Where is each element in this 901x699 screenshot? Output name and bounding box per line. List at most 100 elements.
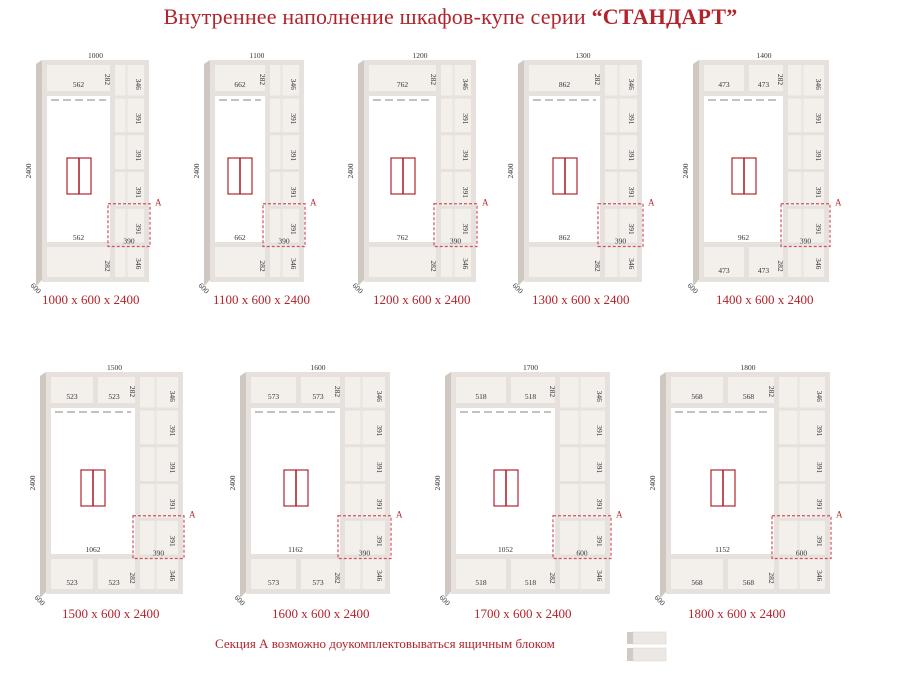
cabinet-size-caption: 1200 x 600 x 2400 [373, 292, 471, 307]
right-shelf [788, 205, 824, 209]
lower-compartment-height: 282 [258, 260, 267, 272]
lower-compartment-height: 282 [548, 572, 557, 584]
bottom-shelf-dimension: 662 [234, 233, 246, 242]
right-shelf-dimension: 391 [815, 462, 824, 474]
overall-height: 2400 [24, 163, 33, 178]
drawer-block-icon [627, 630, 667, 664]
section-a-outline [433, 203, 478, 248]
right-shelf-dimension: 391 [595, 499, 604, 511]
cabinet-body: 3463913913913913466626622822821100240060… [192, 51, 317, 296]
overall-height: 2400 [681, 163, 690, 178]
top-compartment-dimension: 862 [559, 80, 571, 89]
bottom-shelf [215, 242, 265, 247]
top-partition [93, 377, 98, 403]
right-shelf-dimension: 391 [595, 425, 604, 436]
top-shelf [47, 91, 110, 96]
right-shelf [441, 242, 471, 246]
top-shelf [215, 91, 265, 96]
side-panel [693, 60, 699, 286]
right-shelf-dimension: 391 [814, 150, 823, 162]
lower-compartment-height: 282 [128, 572, 137, 584]
section-a-width: 390 [123, 236, 135, 245]
right-shelf [788, 242, 824, 246]
section-a-label: A [836, 510, 843, 520]
side-panel [40, 372, 46, 598]
top-compartment-dimension: 518 [475, 392, 487, 401]
right-shelf-dimension: 391 [595, 535, 604, 547]
section-a-outline [337, 515, 392, 560]
title-series: “СТАНДАРТ” [591, 4, 738, 29]
overall-depth: 600 [653, 593, 667, 607]
right-shelf [441, 132, 471, 136]
section-a-width: 390 [615, 236, 627, 245]
cabinet-size-caption: 1000 x 600 x 2400 [42, 292, 140, 307]
right-shelf [270, 95, 299, 99]
overall-width: 1300 [576, 51, 591, 60]
right-shelf [345, 481, 385, 484]
right-shelf-dimension: 391 [168, 499, 177, 511]
bottom-shelf [529, 242, 600, 247]
top-shelf [369, 91, 436, 96]
right-shelf-dimension: 391 [134, 150, 143, 162]
overall-height: 2400 [28, 475, 37, 490]
cabinet-body: 3463913913913913467627622822821200240060… [346, 51, 489, 296]
top-partition [723, 377, 728, 403]
right-shelf-dimension: 346 [461, 79, 470, 91]
right-shelf-dimension: 346 [289, 258, 298, 270]
right-shelf [605, 242, 637, 246]
top-compartment-dimension: 662 [234, 80, 246, 89]
right-shelf [115, 95, 144, 99]
cabinet-size-caption: 1800 x 600 x 2400 [688, 606, 786, 621]
lower-compartment-height: 282 [776, 260, 785, 272]
right-shelf-dimension: 391 [168, 535, 177, 547]
right-shelf [441, 169, 471, 172]
right-shelf-dimension: 346 [595, 570, 604, 582]
section-a-label: A [835, 198, 842, 208]
right-shelf-dimension: 391 [627, 150, 636, 162]
bottom-compartment-dimension: 518 [475, 578, 487, 587]
overall-depth: 600 [511, 281, 525, 295]
top-partition [506, 377, 511, 403]
right-shelf [560, 481, 605, 484]
overall-height: 2400 [433, 475, 442, 490]
overall-height: 2400 [346, 163, 355, 178]
section-a-note: Секция А возможно доукомплектовываться я… [215, 636, 555, 651]
right-shelf-dimension: 391 [815, 425, 824, 436]
right-shelf-dimension: 391 [289, 187, 298, 199]
divider [555, 377, 560, 589]
overall-width: 1700 [523, 363, 538, 372]
title-prefix: Внутреннее наполнение шкафов-купе серии [163, 4, 592, 29]
right-shelf-dimension: 346 [461, 258, 470, 270]
right-shelf-dimension: 346 [627, 258, 636, 270]
overall-width: 1400 [757, 51, 772, 60]
section-a-label: A [482, 198, 489, 208]
overall-height: 2400 [506, 163, 515, 178]
section-a-label: A [155, 198, 162, 208]
right-shelf [115, 169, 144, 172]
right-shelf [345, 517, 385, 521]
lower-compartment-height: 282 [767, 572, 776, 584]
right-shelf-dimension: 391 [375, 425, 384, 436]
section-a-width: 600 [796, 548, 808, 557]
section-a-width: 600 [576, 548, 588, 557]
top-compartment-dimension: 573 [268, 392, 280, 401]
section-a-outline [597, 203, 644, 248]
bottom-partition [506, 559, 511, 589]
right-shelf [140, 444, 178, 448]
right-shelf [779, 407, 825, 411]
cabinet-drawing: 3463913913913913467627622822821200240060… [346, 51, 489, 296]
right-shelf [779, 554, 825, 558]
section-a-label: A [616, 510, 623, 520]
right-shelf-dimension: 346 [168, 391, 177, 403]
bottom-compartment-dimension: 568 [691, 578, 703, 587]
right-shelf-dimension: 391 [814, 223, 823, 235]
overall-height: 2400 [648, 475, 657, 490]
top-shelf [671, 403, 774, 408]
